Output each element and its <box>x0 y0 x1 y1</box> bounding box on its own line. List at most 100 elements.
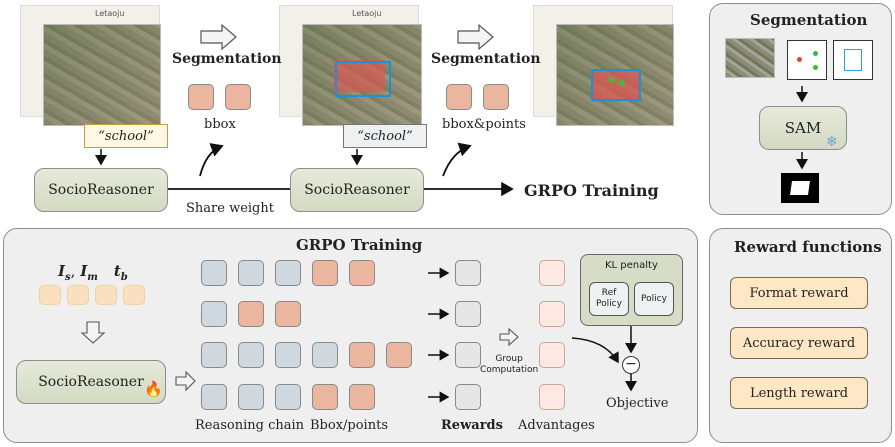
policy-box: Policy <box>634 282 674 316</box>
mask-overlay-2 <box>333 60 385 92</box>
minus-circle: − <box>622 356 640 374</box>
input-token-2 <box>67 285 89 305</box>
box-prompt-rect <box>844 49 862 71</box>
rewards-col-label: Rewards <box>441 418 503 433</box>
prompt-box-2: “school” <box>343 124 427 148</box>
bbox-token-2 <box>225 84 251 110</box>
row1-token-4 <box>312 260 338 286</box>
share-weight-label: Share weight <box>186 201 274 216</box>
input-im: I <box>80 262 88 280</box>
input-im-sub: m <box>87 272 98 283</box>
bbox-points-token-2 <box>483 84 509 110</box>
row1-token-3 <box>275 260 301 286</box>
seg-output-mask <box>781 173 819 203</box>
seg-panel-input-image <box>725 38 775 78</box>
input-token-3 <box>95 285 117 305</box>
sam-node: SAM <box>759 106 847 150</box>
satellite-image-3 <box>556 24 674 126</box>
arrow-right-outline-icon-1 <box>200 23 237 51</box>
curve-arrow-1 <box>199 143 224 177</box>
bbox-points-col-label: Bbox/points <box>310 418 388 433</box>
arrow-right-outline-icon-2 <box>457 23 494 51</box>
bbox-points-token-1 <box>446 84 472 110</box>
row4-token-4 <box>312 384 338 410</box>
input-token-4 <box>123 285 145 305</box>
reasoning-chain-label: Reasoning chain <box>195 418 305 433</box>
row1-token-2 <box>238 260 264 286</box>
input-tb-sub: b <box>120 272 128 283</box>
red-point-icon <box>797 57 802 62</box>
group-computation-label: Group Computation <box>480 354 539 375</box>
green-point-icon-a <box>813 51 818 56</box>
curve-arrow-2 <box>442 142 472 177</box>
input-is: I <box>58 262 66 280</box>
row2-token-1 <box>201 301 227 327</box>
advantage-token-4 <box>539 384 565 410</box>
prompt-box-1: “school” <box>84 124 168 148</box>
advantages-col-label: Advantages <box>518 418 595 433</box>
row2-token-3 <box>275 301 301 327</box>
adv-to-minus-curve <box>571 337 619 364</box>
row2-token-2 <box>238 301 264 327</box>
map-label-2: Letaoju <box>352 9 382 18</box>
reward-token-1 <box>455 260 481 286</box>
bbox-label: bbox <box>204 117 236 132</box>
row3-token-2 <box>238 342 264 368</box>
advantage-token-1 <box>539 260 565 286</box>
reward-token-2 <box>455 301 481 327</box>
format-reward-box: Format reward <box>730 277 868 309</box>
input-token-1 <box>39 285 61 305</box>
socio-reasoner-node-grpo: SocioReasoner <box>16 360 166 404</box>
arrow-right-outline-icon-3 <box>175 370 196 392</box>
socio-reasoner-node-1: SocioReasoner <box>34 168 168 212</box>
mask-overlay-3 <box>591 71 639 99</box>
minus-sign: − <box>625 356 637 372</box>
bbox-overlay-2 <box>335 61 391 97</box>
segmentation-label-1: Segmentation <box>172 51 282 67</box>
grpo-panel-title: GRPO Training <box>296 236 423 254</box>
point-overlay-3b <box>619 80 625 86</box>
segmentation-label-2: Segmentation <box>431 51 541 67</box>
map-label-1: Letaoju <box>95 9 125 18</box>
input-is-sub: s <box>65 272 71 283</box>
bbox-overlay-3 <box>591 69 641 101</box>
row4-token-1 <box>201 384 227 410</box>
bbox-points-label: bbox&points <box>442 117 526 132</box>
row1-token-5 <box>349 260 375 286</box>
satellite-image-1 <box>43 24 161 126</box>
socio-reasoner-node-2: SocioReasoner <box>290 168 424 212</box>
fire-icon: 🔥 <box>144 380 163 398</box>
arrow-right-outline-icon-4 <box>499 327 519 347</box>
row3-token-4 <box>312 342 338 368</box>
ref-policy-box: Ref Policy <box>589 282 629 316</box>
arrow-down-outline-icon <box>80 321 106 344</box>
point-overlay-3a <box>609 77 615 83</box>
segmentation-panel-title: Segmentation <box>750 11 868 29</box>
seg-panel-points-prompt <box>787 40 827 80</box>
input-symbols: Is, Im tb <box>58 262 128 283</box>
advantage-token-2 <box>539 301 565 327</box>
kl-penalty-label: KL penalty <box>605 260 658 271</box>
grpo-training-label-top: GRPO Training <box>524 181 659 200</box>
bbox-token-1 <box>188 84 214 110</box>
length-reward-box: Length reward <box>730 377 868 409</box>
row3-token-6 <box>386 342 412 368</box>
input-tb: t <box>113 262 121 280</box>
reward-token-3 <box>455 342 481 368</box>
row4-token-3 <box>275 384 301 410</box>
green-point-icon-b <box>813 65 818 70</box>
accuracy-reward-box: Accuracy reward <box>730 327 868 359</box>
snowflake-icon: ❄ <box>826 134 838 150</box>
reward-functions-title: Reward functions <box>734 238 882 256</box>
row4-token-5 <box>349 384 375 410</box>
row3-token-1 <box>201 342 227 368</box>
row1-token-1 <box>201 260 227 286</box>
reward-token-4 <box>455 384 481 410</box>
objective-label: Objective <box>606 396 669 411</box>
advantage-token-3 <box>539 342 565 368</box>
comma-sep: , <box>70 262 81 280</box>
row3-token-3 <box>275 342 301 368</box>
row4-token-2 <box>238 384 264 410</box>
row3-token-5 <box>349 342 375 368</box>
